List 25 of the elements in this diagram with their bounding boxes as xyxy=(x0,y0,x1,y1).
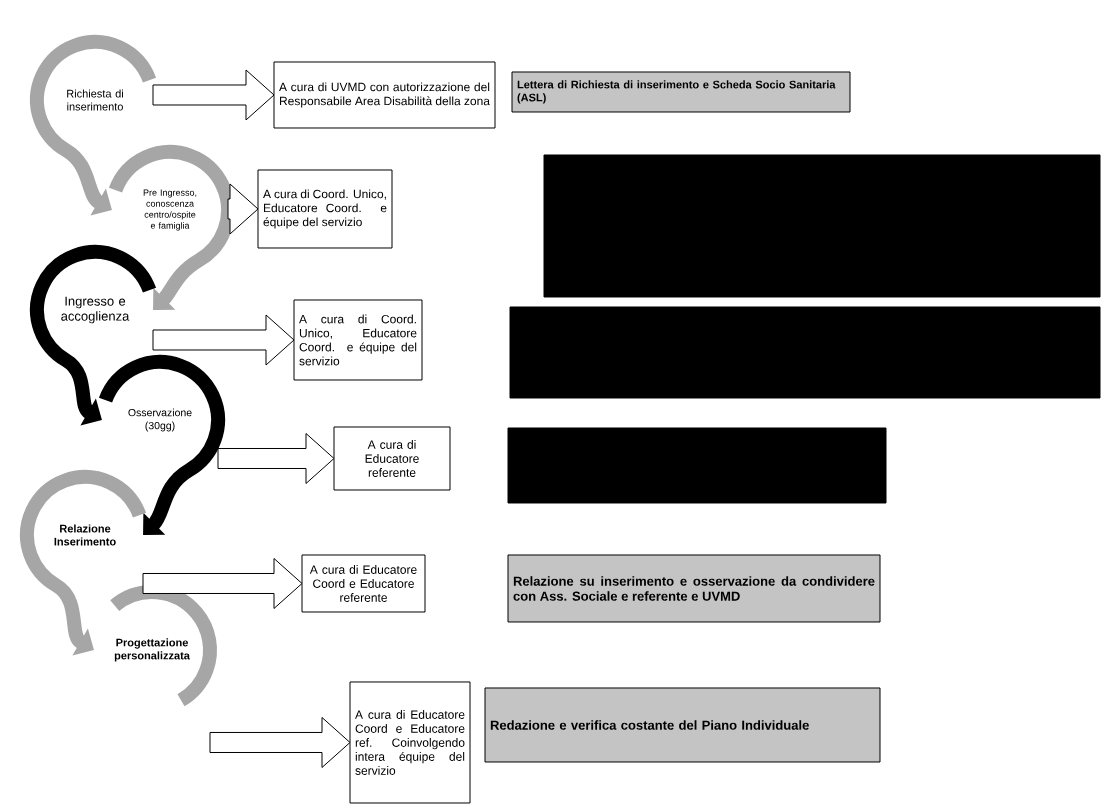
block-arrow xyxy=(217,433,335,484)
text-box: A cura di Educatore Coord e Educatore referente xyxy=(301,554,426,613)
block-arrow xyxy=(142,558,303,609)
text-box: A cura di Coord. Unico, Educatore Coord. e équipe del servizio xyxy=(293,299,423,381)
stage-label: Ingresso e accoglienza xyxy=(61,296,130,324)
stage-label: Osservazione (30gg) xyxy=(128,408,192,432)
text-box: A cura di Coord. Unico, Educatore Coord. e équipe del servizio xyxy=(257,169,393,249)
note-box: Lettera di Richiesta di inserimento e Scheda Socio Sanitaria (ASL) xyxy=(511,71,851,113)
block-arrow xyxy=(227,183,259,235)
note-box: Relazione su inserimento e osservazione da condividere con Ass. Sociale e referente e UVMD xyxy=(507,554,881,623)
note-box: Redazione e verifica costante del Piano Individuale xyxy=(484,687,881,763)
note-panel xyxy=(543,154,1101,298)
stage-label: Relazione Inserimento xyxy=(54,524,116,546)
block-arrow xyxy=(152,69,275,121)
text-box: A cura di Educatore referente xyxy=(333,426,451,491)
stage-label: Richiesta di inserimento xyxy=(67,89,123,111)
block-arrow xyxy=(152,314,295,366)
curved-arrow xyxy=(99,355,225,535)
text-box: A cura di UVMD con autorizzazione del Responsabile Area Disabilità della zona xyxy=(273,61,496,129)
text-box: A cura di Educatore Coord e Educatore ref. Coinvolgendo intera équipe del servizio xyxy=(349,681,471,804)
stage-label: Pre Ingresso, conoscenza centro/ospite e famiglia xyxy=(143,189,197,231)
stage-label: Progettazione personalizzata xyxy=(114,638,190,662)
note-panel xyxy=(509,306,1101,399)
block-arrow xyxy=(209,717,351,768)
note-panel xyxy=(507,427,887,504)
